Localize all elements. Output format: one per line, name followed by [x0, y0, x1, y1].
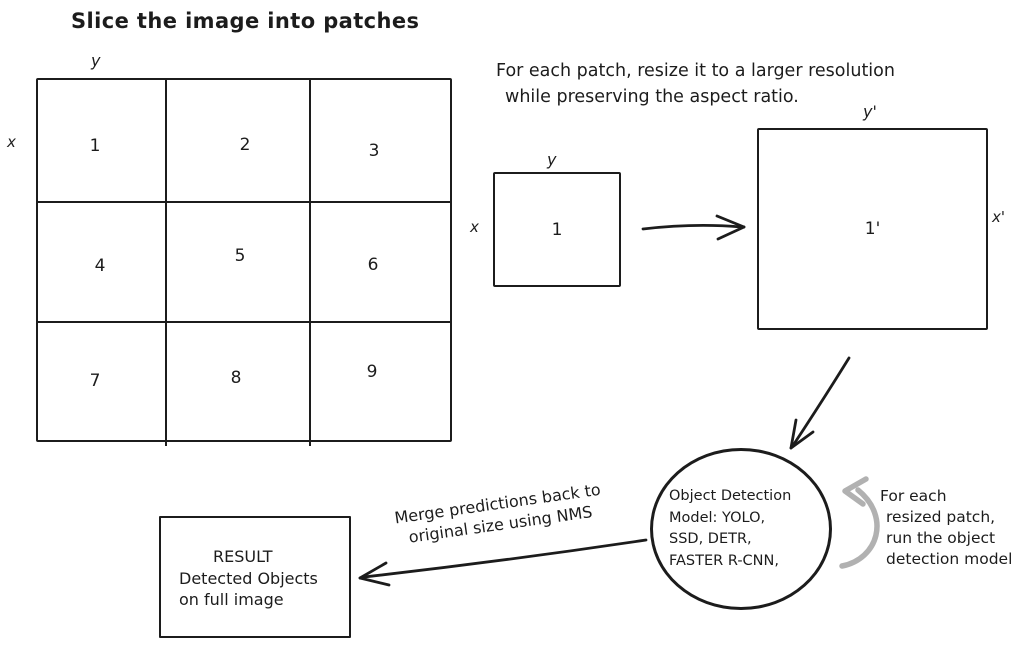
resize-caption-line-1: For each patch, resize it to a larger re…	[496, 61, 895, 81]
grid-vertical-line-2	[309, 80, 312, 446]
small-patch-value: 1	[551, 219, 563, 240]
small-patch-x-label: x	[470, 218, 479, 236]
loop-note: For each resized patch, run the object d…	[880, 486, 1012, 570]
merge-arrow-icon	[358, 538, 648, 587]
model-line-4: FASTER R-CNN,	[669, 552, 779, 569]
loop-note-line-2: resized patch,	[886, 508, 996, 526]
resize-arrow-icon	[641, 214, 746, 241]
grid-cell-9: 9	[366, 362, 378, 382]
grid-vertical-line-1	[165, 80, 168, 446]
large-patch-x-label: x'	[992, 208, 1006, 226]
model-line-2: Model: YOLO,	[669, 509, 766, 526]
loop-note-line-4: detection model	[886, 550, 1013, 568]
large-patch-y-label: y'	[863, 102, 877, 121]
grid-y-axis-label: y	[91, 51, 101, 70]
grid-cell-8: 8	[230, 368, 242, 388]
small-patch-y-label: y	[547, 150, 557, 169]
grid-cell-4: 4	[94, 256, 106, 276]
loop-note-line-3: run the object	[886, 529, 996, 547]
result-line-2: Detected Objects	[179, 568, 318, 588]
patch-grid: 1 2 3 4 5 6 7 8 9	[36, 78, 452, 446]
grid-cell-3: 3	[368, 141, 380, 161]
detection-model-circle: Object Detection Model: YOLO, SSD, DETR,…	[650, 448, 832, 610]
result-line-1: RESULT	[213, 547, 273, 566]
small-patch-box: 1	[493, 172, 621, 287]
grid-cell-2: 2	[239, 135, 251, 155]
grid-cell-5: 5	[234, 246, 246, 266]
to-model-arrow-icon	[789, 356, 851, 450]
grid-cell-7: 7	[89, 371, 101, 391]
large-patch-value: 1'	[864, 219, 881, 239]
loop-arrow-icon	[839, 476, 880, 569]
model-line-1: Object Detection	[669, 488, 792, 504]
grid-horizontal-line-1	[37, 201, 450, 204]
grid-horizontal-line-2	[37, 321, 450, 324]
grid-cell-6: 6	[367, 255, 379, 275]
resize-caption-line-2: while preserving the aspect ratio.	[505, 87, 799, 107]
resize-caption: For each patch, resize it to a larger re…	[496, 58, 895, 110]
result-box: RESULT Detected Objects on full image	[159, 516, 351, 638]
grid-cell-1: 1	[89, 136, 101, 156]
large-patch-box: 1'	[757, 128, 988, 330]
loop-note-line-1: For each	[880, 487, 947, 505]
result-line-3: on full image	[179, 590, 284, 609]
model-line-3: SSD, DETR,	[669, 531, 752, 547]
page-title: Slice the image into patches	[71, 9, 420, 33]
grid-x-axis-label: x	[7, 133, 16, 151]
